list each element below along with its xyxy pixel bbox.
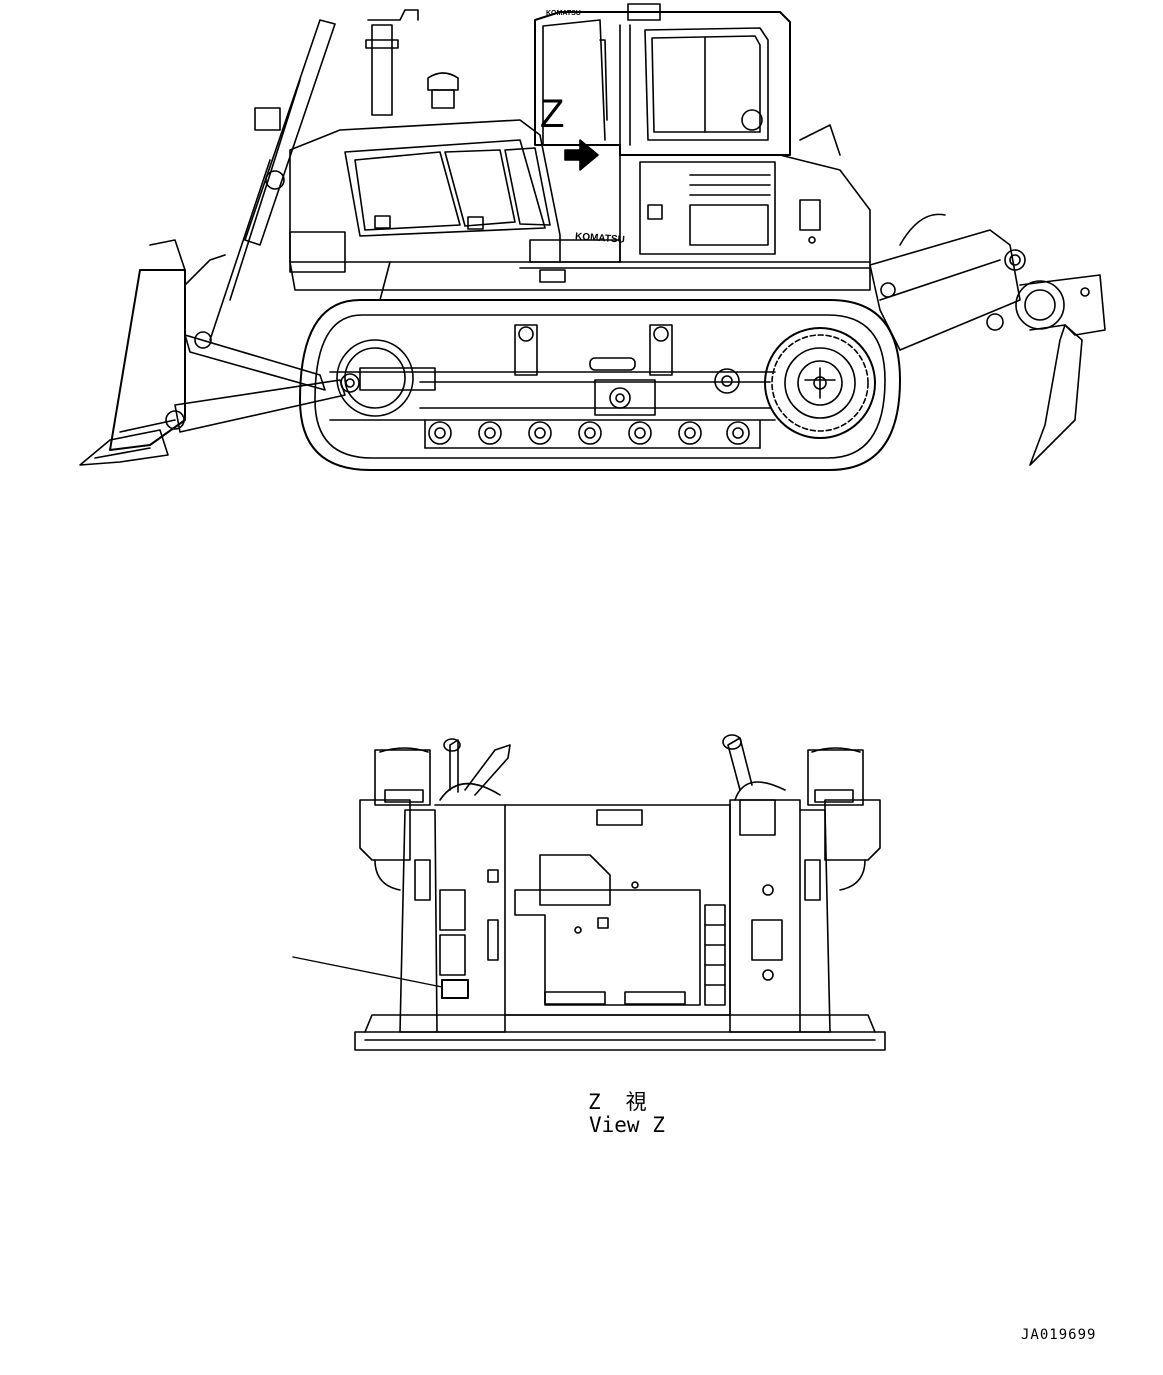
leader-line — [293, 957, 442, 987]
sprocket — [765, 328, 875, 438]
center-floor — [505, 805, 730, 1015]
floor-plate — [355, 1032, 885, 1050]
view-arrow-label: Z — [540, 92, 565, 136]
view-title-english: View Z — [589, 1113, 665, 1137]
right-arrow-icon — [565, 140, 598, 170]
exhaust-stack — [372, 25, 392, 115]
track-outer — [300, 300, 900, 470]
cab-window-rear — [645, 28, 768, 140]
fender-line — [290, 262, 870, 290]
operator-cab — [535, 4, 840, 155]
track-assembly — [300, 300, 900, 470]
ripper-beam — [1020, 275, 1105, 335]
bottom-rollers — [425, 420, 760, 448]
precleaner — [428, 73, 458, 90]
rear-housing — [620, 155, 870, 262]
label-plate — [442, 980, 468, 998]
left-joystick — [440, 739, 510, 800]
view-title-japanese: Z 視 — [588, 1090, 649, 1114]
ripper — [870, 214, 1105, 465]
track-inner — [315, 315, 885, 458]
blade-cutting-edge — [80, 430, 168, 465]
dozer-blade — [80, 240, 225, 465]
ripper-shank — [1030, 325, 1082, 465]
blade-plate — [110, 270, 185, 450]
right-joystick — [723, 735, 785, 800]
lift-frame — [175, 20, 345, 432]
top-brand-text: KOMATSU — [546, 10, 581, 17]
view-z-drawing — [293, 735, 885, 1050]
left-console — [400, 810, 437, 1032]
ripper-linkage — [870, 230, 1020, 350]
front-idler — [337, 340, 413, 416]
machine-body — [290, 10, 870, 300]
bulldozer-side-view — [80, 4, 1105, 470]
engine-hood — [290, 120, 560, 262]
cab-frame — [535, 12, 790, 155]
drawing-number: JA019699 — [1021, 1327, 1097, 1343]
